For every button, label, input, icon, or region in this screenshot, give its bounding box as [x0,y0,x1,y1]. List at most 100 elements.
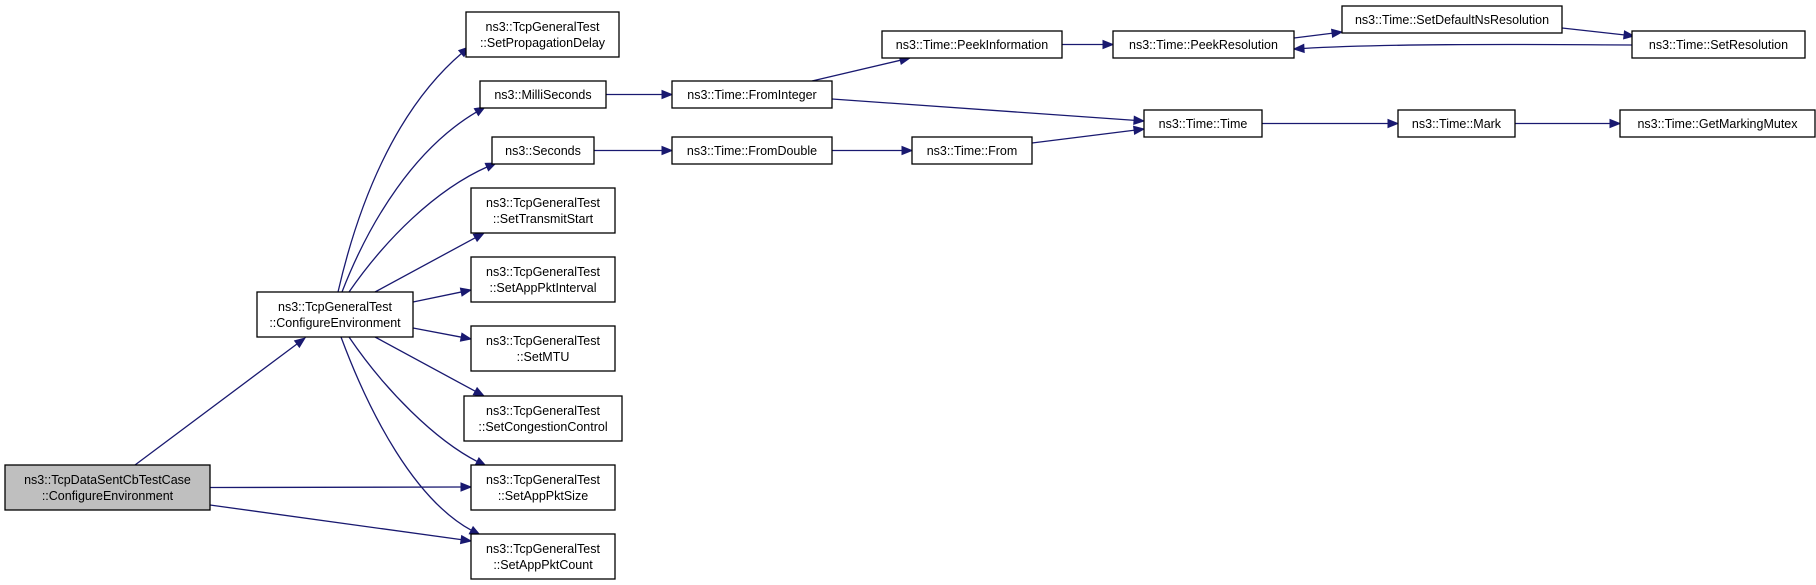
node-setapppktcount[interactable]: ns3::TcpGeneralTest::SetAppPktCount [470,533,616,580]
arrowhead [1132,125,1146,136]
node-box[interactable] [881,30,1063,59]
node-label-line: ns3::Time::FromInteger [687,88,816,102]
node-label-line: ns3::Time::From [927,144,1018,158]
node-box[interactable] [470,187,616,234]
node-label-line: ::SetCongestionControl [478,420,607,434]
edge-tcpgeneral_configure-to-setapppktsize [348,336,488,467]
edge-tcpgeneral_configure-to-setmtu [412,327,473,342]
node-box[interactable] [911,136,1033,165]
node-setmtu[interactable]: ns3::TcpGeneralTest::SetMTU [470,325,616,372]
edge-time-to-mark [1262,118,1400,129]
node-box[interactable] [470,325,616,372]
node-setpropagationdelay[interactable]: ns3::TcpGeneralTest::SetPropagationDelay [465,11,620,58]
edge-line [348,336,479,463]
node-from[interactable]: ns3::Time::From [911,136,1033,165]
edge-line [1561,27,1626,36]
node-box[interactable] [1619,109,1816,138]
arrowhead [1292,43,1305,54]
edge-tcpgeneral_configure-to-seconds [348,162,498,293]
node-getmarkingmutex[interactable]: ns3::Time::GetMarkingMutex [1619,109,1816,138]
node-box[interactable] [463,395,623,442]
node-box[interactable] [671,136,833,165]
edge-tcpgeneral_configure-to-setapppktinterval [412,287,473,303]
node-label-line: ns3::TcpGeneralTest [486,334,600,348]
edge-tcpdatasent-to-tcpgeneral_configure [134,337,307,466]
node-frominteger[interactable]: ns3::Time::FromInteger [671,80,833,109]
node-label-line: ::SetAppPktInterval [489,281,596,295]
node-label-line: ns3::TcpGeneralTest [486,20,600,34]
node-peekinformation[interactable]: ns3::Time::PeekInformation [881,30,1063,59]
node-tcpgeneral_configure[interactable]: ns3::TcpGeneralTest::ConfigureEnvironmen… [256,291,414,338]
node-box[interactable] [470,533,616,580]
edge-frominteger-to-time [831,98,1146,125]
edge-line [374,336,477,393]
edge-line [831,98,1136,122]
nodes-layer: ns3::TcpDataSentCbTestCase::ConfigureEnv… [4,5,1816,580]
edge-peekresolution-to-setdefaultnsresolution [1293,28,1344,39]
node-label-line: ns3::TcpGeneralTest [486,196,600,210]
edges-layer [134,27,1636,545]
node-box[interactable] [470,464,616,511]
arrowhead [1609,118,1622,129]
edge-tcpgeneral_configure-to-settransmitstart [374,232,486,293]
node-label-line: ns3::Time::FromDouble [687,144,817,158]
node-peekresolution[interactable]: ns3::Time::PeekResolution [1112,30,1295,59]
edge-tcpgeneral_configure-to-milliseconds [341,106,487,293]
node-label-line: ns3::Time::PeekResolution [1129,38,1278,52]
arrowhead [901,145,914,156]
node-label-line: ns3::Time::SetDefaultNsResolution [1355,13,1549,27]
node-settransmitstart[interactable]: ns3::TcpGeneralTest::SetTransmitStart [470,187,616,234]
node-label-line: ::SetTransmitStart [493,212,594,226]
edge-seconds-to-fromdouble [594,145,674,156]
arrowhead [661,89,674,100]
node-label-line: ns3::TcpGeneralTest [486,473,600,487]
edge-tcpgeneral_configure-to-setcongestioncontrol [374,336,486,397]
edge-peekinformation-to-peekresolution [1062,39,1115,50]
edge-line [374,236,477,293]
node-box[interactable] [1631,30,1806,59]
edge-line [341,110,478,293]
arrowhead [472,386,486,397]
node-box[interactable] [470,256,616,303]
edge-tcpgeneral_configure-to-setapppktcount [340,336,482,536]
node-tcpdatasent[interactable]: ns3::TcpDataSentCbTestCase::ConfigureEnv… [4,464,211,511]
node-box[interactable] [479,80,607,109]
node-seconds[interactable]: ns3::Seconds [491,136,595,165]
node-setresolution[interactable]: ns3::Time::SetResolution [1631,30,1806,59]
node-label-line: ns3::MilliSeconds [494,88,591,102]
node-label-line: ns3::Time::PeekInformation [896,38,1048,52]
arrowhead [661,145,674,156]
arrowhead [459,287,473,297]
arrowhead [472,232,486,243]
node-label-line: ::SetMTU [517,350,570,364]
arrowhead [1387,118,1400,129]
edge-line [348,166,489,293]
node-box[interactable] [465,11,620,58]
node-box[interactable] [1397,109,1516,138]
node-mark[interactable]: ns3::Time::Mark [1397,109,1516,138]
edge-line [412,291,463,303]
edge-tcpdatasent-to-setapppktcount [209,504,473,545]
node-box[interactable] [1143,109,1263,138]
node-box[interactable] [1112,30,1295,59]
node-box[interactable] [4,464,211,511]
edge-from-to-time [1031,125,1146,144]
node-time[interactable]: ns3::Time::Time [1143,109,1263,138]
node-fromdouble[interactable]: ns3::Time::FromDouble [671,136,833,165]
edge-tcpdatasent-to-setapppktsize [209,482,473,492]
node-setapppktinterval[interactable]: ns3::TcpGeneralTest::SetAppPktInterval [470,256,616,303]
edge-setresolution-to-peekresolution [1292,43,1633,54]
node-label-line: ns3::TcpGeneralTest [486,265,600,279]
node-setdefaultnsresolution[interactable]: ns3::Time::SetDefaultNsResolution [1341,5,1563,34]
node-label-line: ::SetPropagationDelay [480,36,606,50]
edge-line [1031,129,1136,144]
arrowhead [1623,30,1636,40]
node-box[interactable] [671,80,833,109]
node-box[interactable] [1341,5,1563,34]
node-milliseconds[interactable]: ns3::MilliSeconds [479,80,607,109]
node-label-line: ns3::Time::SetResolution [1649,38,1788,52]
node-setapppktsize[interactable]: ns3::TcpGeneralTest::SetAppPktSize [470,464,616,511]
node-box[interactable] [256,291,414,338]
node-setcongestioncontrol[interactable]: ns3::TcpGeneralTest::SetCongestionContro… [463,395,623,442]
node-box[interactable] [491,136,595,165]
